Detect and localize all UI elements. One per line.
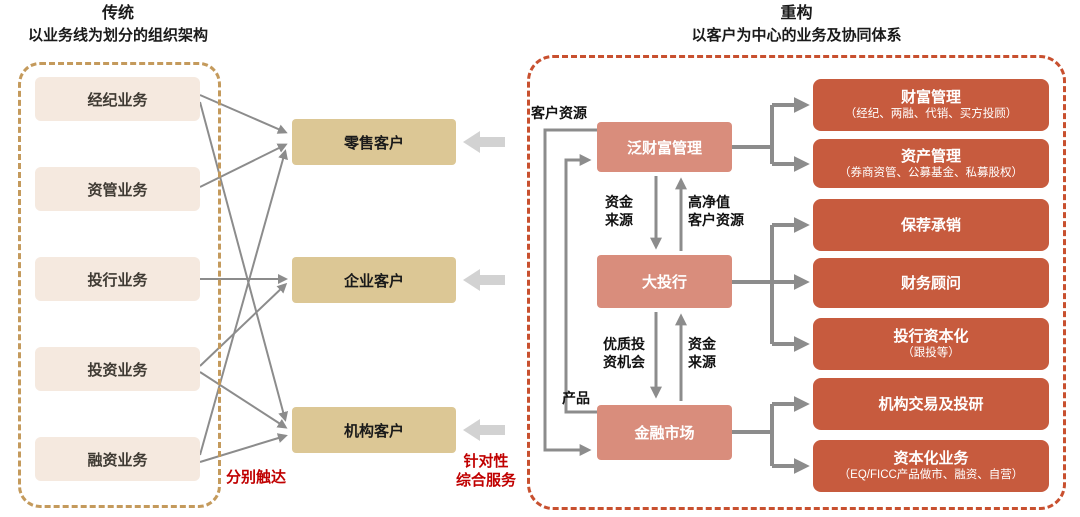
- right-dashed-frame: [527, 55, 1066, 510]
- output-title: 机构交易及投研: [878, 395, 984, 413]
- business-box-asset-mgmt: 资管业务: [35, 167, 200, 211]
- caption-line: 针对性: [463, 453, 509, 470]
- output-box-wealth-management: 财富管理 （经纪、两融、代销、买方投顾）: [813, 79, 1049, 131]
- hub-box-wealth-management: 泛财富管理: [597, 122, 732, 172]
- flow-label-funds-source-bottom: 资金 来源: [688, 335, 716, 371]
- business-box-brokerage: 经纪业务: [35, 77, 200, 121]
- caption-targeted-service: 针对性 综合服务: [446, 452, 526, 490]
- business-label: 资管业务: [87, 181, 148, 199]
- right-panel-title: 重构 以客户为中心的业务及协同体系: [530, 3, 1063, 47]
- business-label: 融资业务: [87, 451, 148, 469]
- output-title: 财富管理: [900, 89, 961, 106]
- left-title: 传统: [101, 5, 134, 22]
- flow-label-line: 来源: [605, 212, 633, 228]
- hub-label: 大投行: [641, 274, 687, 291]
- output-note: （券商资管、公募基金、私募股权）: [839, 166, 1023, 179]
- customer-label: 机构客户: [343, 422, 404, 440]
- business-label: 经纪业务: [87, 91, 148, 109]
- hub-box-investment-bank: 大投行: [597, 255, 732, 308]
- customer-box-institutional: 机构客户: [292, 407, 456, 453]
- hub-label: 金融市场: [634, 425, 695, 442]
- caption-separate-reach: 分别触达: [226, 469, 287, 486]
- left-subtitle: 以业务线为划分的组织架构: [27, 27, 208, 44]
- business-box-financing: 融资业务: [35, 437, 200, 481]
- flow-label-product: 产品: [562, 390, 590, 406]
- output-box-capitalization-business: 资本化业务 （EQ/FICC产品做市、融资、自营）: [813, 440, 1049, 492]
- business-box-investment-banking: 投行业务: [35, 257, 200, 301]
- left-dashed-frame: [18, 62, 221, 508]
- hub-label: 泛财富管理: [626, 139, 702, 157]
- output-title: 保荐承销: [900, 216, 961, 234]
- flow-label-line: 资金: [688, 336, 716, 352]
- hub-box-financial-markets: 金融市场: [597, 405, 732, 460]
- output-title: 投行资本化: [893, 328, 969, 345]
- output-title: 财务顾问: [900, 274, 961, 292]
- business-box-investment: 投资业务: [35, 347, 200, 391]
- output-note: （跟投等）: [902, 347, 960, 359]
- flow-label-quality-investment: 优质投 资机会: [603, 335, 645, 371]
- flow-label-line: 优质投: [603, 336, 645, 352]
- customer-box-corporate: 企业客户: [292, 257, 456, 303]
- customer-box-retail: 零售客户: [292, 119, 456, 165]
- flow-label-customer-resource: 客户资源: [531, 105, 587, 121]
- flow-label-line: 资金: [605, 194, 633, 210]
- block-arrow-left-icon: [463, 131, 505, 441]
- output-note: （经纪、两融、代销、买方投顾）: [844, 108, 1018, 120]
- output-box-institutional-trading-research: 机构交易及投研: [813, 378, 1049, 430]
- customer-label: 企业客户: [343, 272, 404, 290]
- output-title: 资产管理: [900, 147, 961, 165]
- right-subtitle: 以客户为中心的业务及协同体系: [691, 27, 902, 44]
- caption-line: 综合服务: [455, 472, 516, 489]
- business-label: 投资业务: [87, 361, 148, 379]
- flow-label-funds-source-top: 资金 来源: [605, 193, 633, 229]
- flow-label-line: 客户资源: [688, 212, 744, 228]
- output-note: （EQ/FICC产品做市、融资、自营）: [838, 469, 1024, 481]
- output-title: 资本化业务: [893, 450, 969, 467]
- right-title: 重构: [780, 5, 813, 22]
- business-label: 投行业务: [87, 271, 148, 289]
- output-box-sponsorship-underwriting: 保荐承销: [813, 199, 1049, 251]
- left-panel-title: 传统 以业务线为划分的组织架构: [18, 3, 218, 47]
- output-box-asset-management: 资产管理 （券商资管、公募基金、私募股权）: [813, 139, 1049, 188]
- flow-label-hnw-resource: 高净值 客户资源: [688, 193, 744, 229]
- flow-label-line: 来源: [688, 354, 716, 370]
- output-box-ib-capitalization: 投行资本化 （跟投等）: [813, 318, 1049, 370]
- output-box-financial-advisory: 财务顾问: [813, 258, 1049, 308]
- flow-label-line: 高净值: [688, 194, 730, 210]
- customer-label: 零售客户: [343, 134, 404, 152]
- flow-label-line: 资机会: [603, 354, 645, 370]
